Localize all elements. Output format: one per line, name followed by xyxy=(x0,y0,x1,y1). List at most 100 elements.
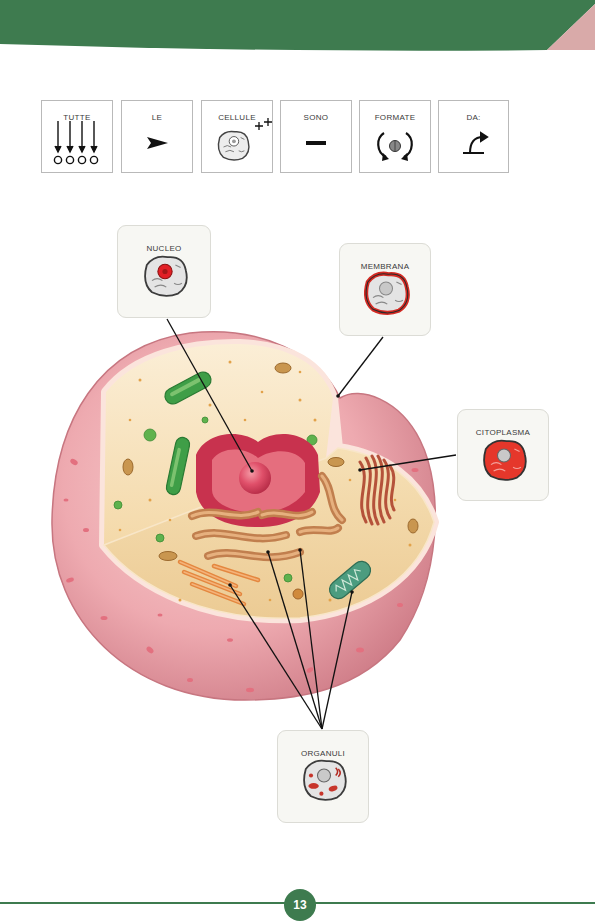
cytoplasm-dots-part xyxy=(244,419,247,422)
card-fills-part xyxy=(280,100,352,173)
shell-speckles-part xyxy=(69,458,78,466)
cytoplasm-dots-part xyxy=(139,379,142,382)
vesicles-part xyxy=(123,459,133,475)
shell-speckles-part xyxy=(83,528,89,532)
leader-dots-part xyxy=(266,550,270,554)
organelles-icon-part xyxy=(318,769,331,782)
shell-speckles-part xyxy=(101,616,108,620)
mitochondria-part xyxy=(326,558,374,603)
symbol-word: TUTTE xyxy=(63,113,90,123)
leader-lines-part xyxy=(268,552,322,729)
endoplasmic-reticulum-part-part xyxy=(192,512,258,516)
callout-box: MEMBRANA xyxy=(339,243,431,336)
cell-shell xyxy=(52,332,435,700)
vesicles xyxy=(123,363,418,561)
symbol-card: FORMATE xyxy=(359,100,431,173)
organelles-icon-part xyxy=(336,768,341,777)
cytoplasm-dots-part xyxy=(209,404,212,407)
leader-lines-part xyxy=(360,455,456,470)
leader-dots-part xyxy=(336,394,340,398)
cytoskeleton-rods-part-part xyxy=(184,572,240,594)
membrane-icon xyxy=(366,274,408,313)
shell-speckles-part xyxy=(187,678,193,682)
cytoskeleton-rods-part xyxy=(180,562,258,604)
mitochondria-part-part xyxy=(170,448,182,488)
mitochondria xyxy=(162,369,374,602)
leader-dots-part xyxy=(228,583,232,587)
membrane-icon-part xyxy=(373,282,403,304)
callout-fills-part xyxy=(277,730,369,823)
part-label: ORGANULI xyxy=(301,749,345,759)
callout-fills-part xyxy=(339,243,431,336)
cells-symbol-part xyxy=(255,118,272,130)
cells-symbol-part xyxy=(218,131,248,160)
shell-speckles-part xyxy=(356,648,364,653)
cytoplasm-dots-part xyxy=(119,529,122,532)
leader-lines-part xyxy=(167,319,252,471)
green-granules-part xyxy=(156,534,164,542)
from-symbol-part xyxy=(463,152,484,154)
cytoplasm-dots-part xyxy=(349,479,352,482)
is-symbol xyxy=(306,141,326,145)
card-fills-part xyxy=(438,100,509,173)
card-fills-part xyxy=(359,100,431,173)
page-number: 13 xyxy=(284,896,316,914)
symbol-card: TUTTE xyxy=(41,100,113,173)
cytoplasm-dots-part xyxy=(169,519,172,522)
nucleus-icon-part xyxy=(162,269,167,274)
symbol-card: SONO xyxy=(280,100,352,173)
article-symbol xyxy=(147,137,168,149)
organelles-icon-part xyxy=(308,783,318,789)
cytoplasm-dots-part xyxy=(229,361,232,364)
header-band-part xyxy=(547,4,595,50)
cytoplasm-dots-part xyxy=(269,599,272,602)
symbol-word: SONO xyxy=(304,113,329,123)
shell-speckles-part xyxy=(158,613,163,616)
symbol-word: LE xyxy=(152,113,162,123)
callout-box: NUCLEO xyxy=(117,225,211,318)
formed-symbol xyxy=(378,133,412,161)
all-symbol-part xyxy=(58,121,94,150)
all-symbol-part xyxy=(66,156,73,163)
endoplasmic-reticulum-part-part xyxy=(196,533,286,538)
all-symbol-part xyxy=(55,146,97,152)
shell-speckles-part xyxy=(227,638,233,642)
cytoskeleton-rods-part-part xyxy=(214,566,258,580)
cells-symbol xyxy=(218,118,272,160)
cut-floor xyxy=(104,448,434,618)
endoplasmic-reticulum-part xyxy=(192,476,342,557)
nucleus-icon-part xyxy=(158,264,172,278)
cells-symbol-part-part xyxy=(229,137,239,147)
symbol-card: CELLULE xyxy=(201,100,273,173)
from-symbol-part xyxy=(481,133,487,141)
part-label: MEMBRANA xyxy=(361,262,410,272)
green-granules-part xyxy=(144,429,156,441)
endoplasmic-reticulum-part-part xyxy=(192,512,258,516)
endoplasmic-reticulum-part-part xyxy=(208,552,300,557)
membrane-icon-part xyxy=(366,274,408,313)
cytoplasm-icon xyxy=(484,441,526,480)
membrane-icon-part xyxy=(380,282,393,295)
leader-lines-part xyxy=(300,550,322,729)
shell-speckles-part xyxy=(145,646,154,655)
leader-dots xyxy=(228,394,362,594)
nucleus-icon-part xyxy=(145,257,187,296)
cytoplasm-dots-part xyxy=(394,499,397,502)
cytoplasm-icon-part xyxy=(498,449,511,462)
callout-box: CITOPLASMA xyxy=(457,409,549,501)
cut-back-wall xyxy=(104,344,333,545)
formed-symbol-part xyxy=(404,133,412,157)
leader-dots-part xyxy=(350,590,354,594)
vesicles-part xyxy=(275,363,291,373)
card-fills xyxy=(41,100,509,173)
cells-symbol-part-part xyxy=(218,131,248,160)
cytoplasm-dots-part xyxy=(409,544,412,547)
shell-speckles-part xyxy=(397,603,403,607)
all-symbol-part xyxy=(54,156,61,163)
formed-symbol-part xyxy=(395,141,396,151)
all-symbol-part xyxy=(78,156,85,163)
cytoskeleton-rods xyxy=(180,562,258,604)
from-symbol xyxy=(463,133,487,153)
